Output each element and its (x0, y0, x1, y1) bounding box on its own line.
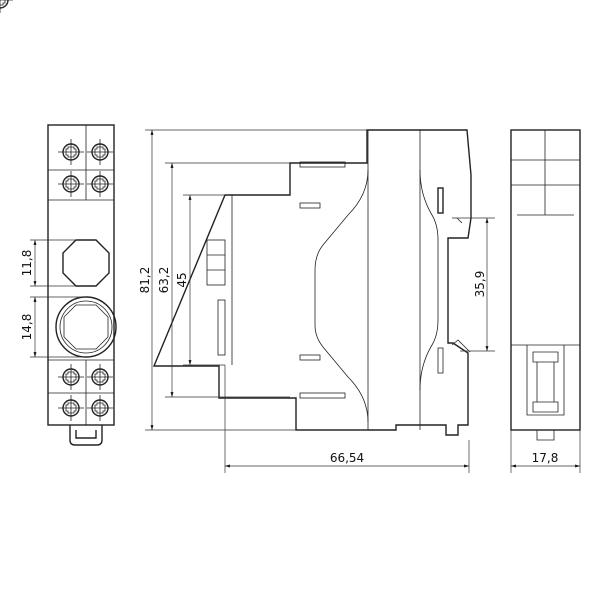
dim-66-54: 66,54 (330, 451, 364, 465)
dim-35-9: 35,9 (473, 271, 487, 298)
end-view: 17,8 (510, 129, 581, 473)
knob (206, 239, 226, 286)
front-view: 11,8 14,8 (0, 0, 117, 446)
side-view: 81,2 63,2 45 35,9 66,54 (138, 129, 495, 473)
dim-14-8: 14,8 (20, 314, 34, 341)
round-indicator (55, 296, 117, 358)
dim-17-8: 17,8 (532, 451, 559, 465)
dim-63-2: 63,2 (157, 267, 171, 294)
din-clip (69, 425, 103, 446)
dim-11-8: 11,8 (20, 250, 34, 277)
dim-45: 45 (175, 272, 189, 287)
octagon-indicator (62, 239, 110, 287)
terminal-screws (0, 0, 114, 422)
dim-81-2: 81,2 (138, 267, 152, 294)
